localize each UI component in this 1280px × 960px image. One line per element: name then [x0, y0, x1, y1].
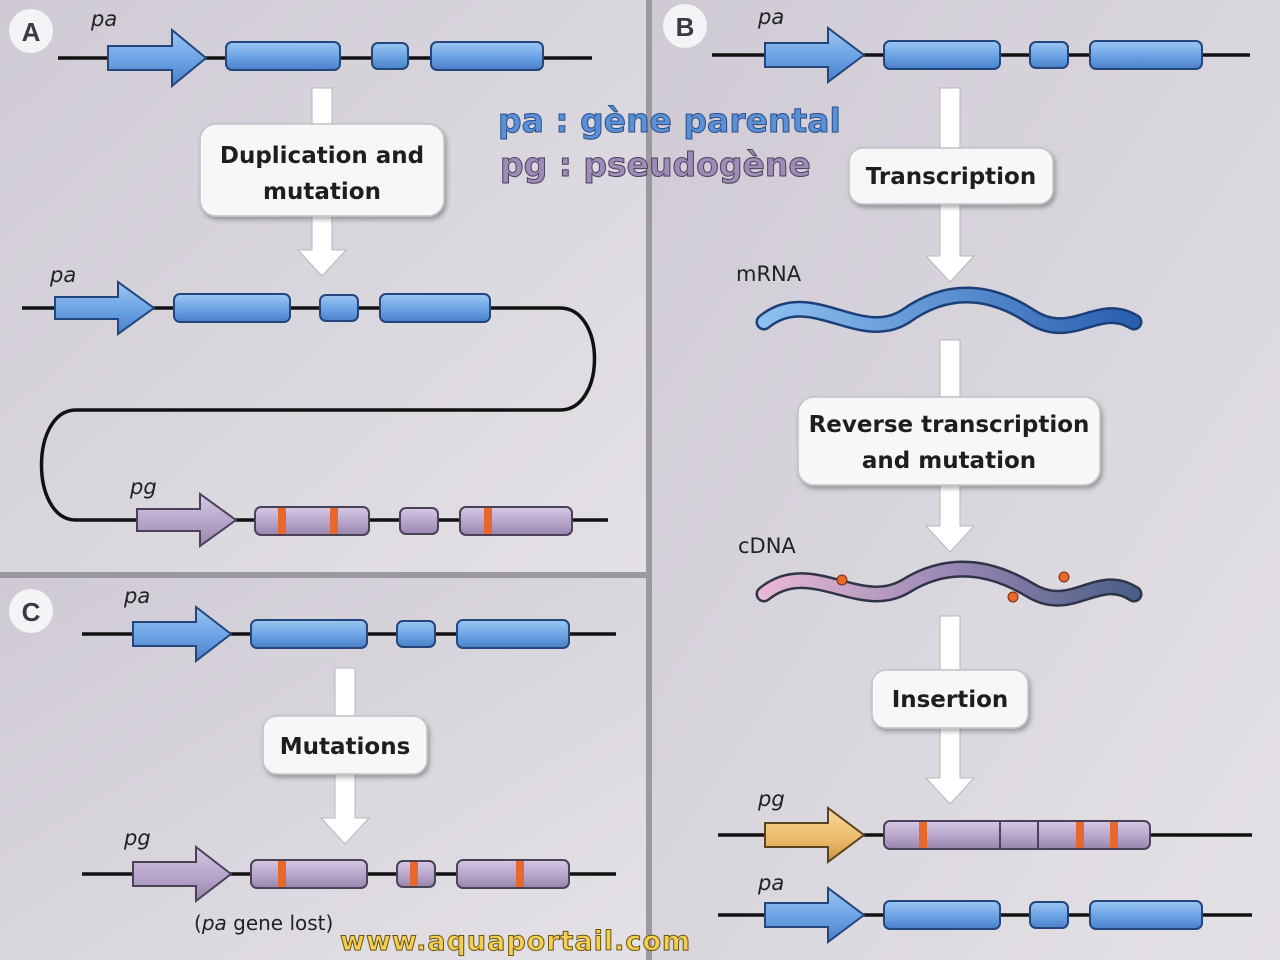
mutation-mark	[919, 822, 927, 848]
cdna-mutation-dot	[1058, 571, 1070, 583]
exon	[371, 42, 409, 70]
panel-b-badge	[663, 4, 707, 48]
panel-a-badge	[9, 9, 53, 53]
mutation-mark	[278, 508, 286, 534]
panel-b-reverse-transcription-line2: and mutation	[862, 448, 1036, 474]
cdna-mutation-dot	[1007, 591, 1019, 603]
exon	[456, 619, 570, 649]
panel-c-parental-gene	[82, 604, 616, 664]
exon	[1089, 40, 1203, 70]
panel-b-reverse-transcription-box	[797, 396, 1101, 486]
exon	[399, 507, 439, 535]
panel-a-badge-label: A	[22, 17, 41, 47]
panel-c-bottom-gene-label: pg	[123, 826, 151, 850]
exon	[250, 859, 368, 889]
promoter-arrow	[764, 26, 866, 84]
panel-b-badge-label: B	[676, 12, 695, 42]
exon	[1089, 900, 1203, 930]
exon	[319, 294, 359, 322]
exon	[250, 619, 368, 649]
mutation-mark	[278, 861, 286, 887]
exon	[1029, 41, 1069, 69]
panel-a-mid-gene-label: pa	[49, 263, 76, 287]
exon	[456, 859, 570, 889]
panel-c-top-gene-label: pa	[123, 584, 150, 608]
exon	[379, 293, 491, 323]
promoter-arrow	[136, 492, 238, 548]
legend-parental-gene: pa : gène parental	[498, 101, 841, 140]
panel-c: C pa Mutations pg (pa gene lost)	[9, 584, 616, 935]
chromosome-loop	[22, 306, 608, 522]
panel-c-step-box	[262, 715, 428, 775]
panel-a-step-line1: Duplication and	[220, 143, 424, 169]
panel-a-background	[0, 0, 646, 572]
mutation-mark	[1110, 822, 1118, 848]
panel-b-insertion-box	[871, 669, 1029, 729]
promoter-arrow	[54, 280, 156, 336]
panel-c-pseudogene	[82, 844, 616, 904]
panel-a-duplicated-parental-gene	[54, 280, 491, 336]
panel-b-transcription-box	[848, 147, 1054, 205]
exon	[459, 506, 573, 536]
exon	[254, 506, 370, 536]
panel-b-insertion-label: Insertion	[892, 687, 1009, 713]
panel-b-retained-parental-gene	[718, 886, 1252, 944]
mutation-mark	[484, 508, 492, 534]
cdna-mutation-dot	[836, 574, 848, 586]
panel-b-top-gene-label: pa	[757, 5, 784, 29]
panel-b-reverse-transcription-line1: Reverse transcription	[809, 412, 1090, 438]
panel-a-bottom-gene-label: pg	[129, 475, 157, 499]
panel-b-transcription-label: Transcription	[866, 164, 1036, 190]
watermark: www.aquaportail.com	[340, 926, 691, 957]
panel-a-top-gene-label: pa	[90, 7, 117, 31]
mutation-mark	[410, 862, 418, 886]
panel-a-pseudogene	[136, 492, 573, 548]
exon	[396, 620, 436, 648]
promoter-arrow	[107, 27, 208, 89]
panel-c-step-label: Mutations	[280, 734, 411, 760]
promoter-arrow	[764, 886, 866, 944]
panel-c-badge-label: C	[22, 597, 41, 627]
mrna-strand	[758, 289, 1140, 332]
panel-a-step-line2: mutation	[263, 179, 381, 205]
panel-c-badge	[9, 589, 53, 633]
mutation-mark	[1076, 822, 1084, 848]
panel-a-step-box	[199, 123, 445, 217]
promoter-arrow	[132, 604, 233, 664]
exon	[225, 41, 341, 71]
exon	[1029, 901, 1069, 929]
exon	[883, 900, 1001, 930]
legend-pseudogene: pg : pseudogène	[500, 145, 811, 184]
panel-a-parental-gene	[58, 27, 592, 89]
panel-b-parental-gene	[712, 26, 1250, 84]
panel-b-parental-label: pa	[757, 871, 784, 895]
mrna-label: mRNA	[736, 262, 802, 286]
panel-b-processed-pseudogene	[718, 806, 1252, 864]
panel-b-pseudogene-label: pg	[757, 787, 785, 811]
cdna-label: cDNA	[738, 534, 796, 558]
panel-a: A pa Duplication and mutation pa pg	[9, 7, 608, 548]
exon	[883, 40, 1001, 70]
panel-c-gene-lost-note: (pa gene lost)	[194, 911, 333, 935]
mutation-mark	[330, 508, 338, 534]
panel-b: B pa Transcription mRNA Reverse transcri…	[663, 4, 1252, 944]
promoter-arrow	[132, 844, 233, 904]
cdna-strand	[758, 563, 1140, 605]
inserted-promoter-arrow	[764, 806, 866, 864]
exon	[430, 41, 544, 71]
exon	[173, 293, 291, 323]
mutation-mark	[516, 861, 524, 887]
